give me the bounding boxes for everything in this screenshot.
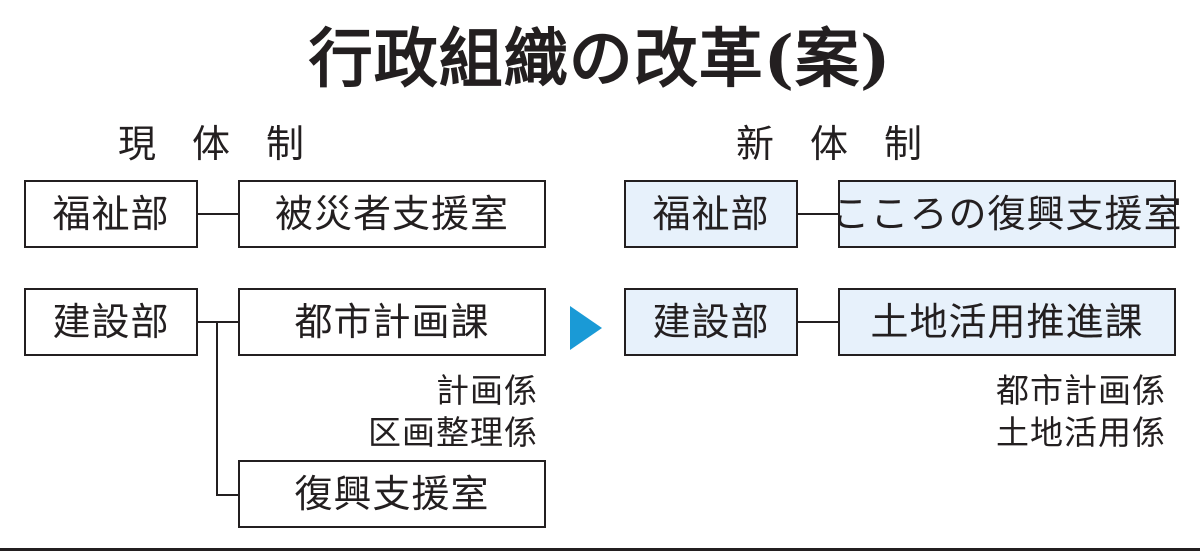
new-section-urban-planning: 都市計画係 xyxy=(996,371,1166,410)
current-construction-connector xyxy=(198,321,238,323)
current-section-readjustment: 区画整理係 xyxy=(368,413,538,452)
new-system-heading: 新体制 xyxy=(736,122,959,166)
transition-arrow-icon xyxy=(570,306,602,350)
current-recovery-connector xyxy=(216,494,238,496)
new-welfare-connector xyxy=(798,213,838,215)
new-welfare-office-box: こころの復興支援室 xyxy=(832,180,1182,248)
new-construction-connector xyxy=(798,321,838,323)
new-sections-list: 都市計画係 土地活用係 xyxy=(900,370,1166,454)
current-welfare-connector xyxy=(198,213,238,215)
current-sections-list: 計画係 区画整理係 xyxy=(300,370,538,454)
current-welfare-office-box: 被災者支援室 xyxy=(238,180,546,248)
new-land-use-division-box: 土地活用推進課 xyxy=(838,288,1176,356)
diagram-title: 行政組織の改革(案) xyxy=(308,22,892,97)
current-urban-planning-box: 都市計画課 xyxy=(238,288,546,356)
new-construction-dept-box: 建設部 xyxy=(624,288,798,356)
new-welfare-dept-box: 福祉部 xyxy=(624,180,798,248)
bottom-rule xyxy=(0,548,1200,551)
current-welfare-dept-box: 福祉部 xyxy=(24,180,198,248)
current-construction-dept-box: 建設部 xyxy=(24,288,198,356)
current-recovery-office-box: 復興支援室 xyxy=(238,460,546,528)
current-section-planning: 計画係 xyxy=(436,371,538,410)
current-system-heading: 現体制 xyxy=(118,122,341,166)
current-branch-line xyxy=(216,321,218,496)
new-section-land-use: 土地活用係 xyxy=(996,413,1166,452)
